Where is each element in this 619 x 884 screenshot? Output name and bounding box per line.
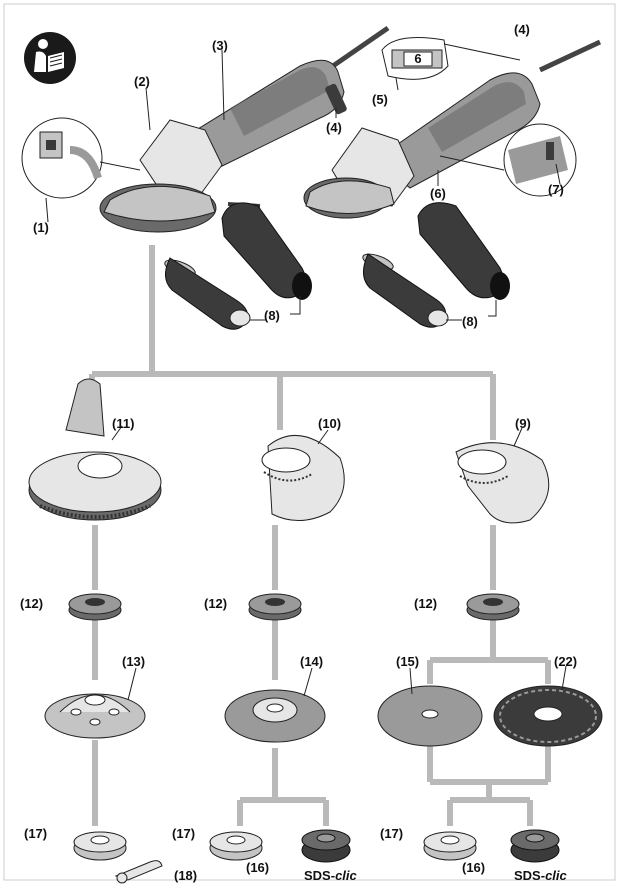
switch-detail-7 [439, 123, 577, 197]
callout-1: (1) [33, 220, 49, 235]
grinder-left [21, 25, 390, 330]
sds-clic-label-right: SDS-clic [514, 868, 568, 883]
callout-16-middle: (16) [246, 860, 269, 875]
mounting-flange-12-middle [248, 593, 302, 621]
callout-8-right: (8) [462, 314, 478, 329]
sds-clic-main-right: SDS- [514, 868, 545, 883]
callout-22: (22) [554, 654, 577, 669]
callout-7: (7) [548, 182, 564, 197]
callout-2: (2) [134, 74, 150, 89]
connector-lines [89, 245, 551, 826]
callout-9: (9) [515, 416, 531, 431]
callout-5: (5) [372, 92, 388, 107]
auxiliary-handle-right-a [417, 202, 510, 300]
callout-16-right: (16) [462, 860, 485, 875]
speed-dial-detail: 6 [381, 37, 521, 91]
clamping-nut-17-middle [209, 831, 263, 861]
callout-leader-lines [45, 49, 567, 701]
callout-15: (15) [396, 654, 419, 669]
cup-grinding-disc-13 [44, 693, 146, 739]
grinder-right: 6 [303, 37, 602, 328]
callout-4-left: (4) [326, 120, 342, 135]
diamond-cutting-disc-22 [493, 685, 603, 747]
callout-3: (3) [212, 38, 228, 53]
speed-dial-value: 6 [414, 51, 421, 66]
on-off-switch-left [325, 83, 347, 115]
callout-17-left: (17) [24, 826, 47, 841]
grinding-disc-14 [224, 689, 326, 743]
protection-guard-10 [261, 434, 345, 521]
mounting-flange-12-right [466, 593, 520, 621]
auxiliary-handle-left-a [221, 202, 312, 300]
sds-clic-nut-16-middle [301, 829, 351, 863]
callout-12-middle: (12) [204, 596, 227, 611]
read-manual-icon [24, 32, 76, 84]
sds-clic-nut-16-right [510, 829, 560, 863]
power-cable-left [328, 25, 390, 71]
callout-8-left: (8) [264, 308, 280, 323]
callout-10: (10) [318, 416, 341, 431]
auxiliary-handle-right-b [362, 253, 449, 328]
callout-17-right: (17) [380, 826, 403, 841]
callout-4-right: (4) [514, 22, 530, 37]
mounting-flange-12-left [68, 593, 122, 621]
auxiliary-handle-left-b [164, 257, 251, 330]
clamping-nut-17-right [423, 831, 477, 861]
callout-17-middle: (17) [172, 826, 195, 841]
sds-clic-suffix-middle: clic [335, 868, 357, 883]
clamping-nut-17-left [73, 831, 127, 861]
callout-6: (6) [430, 186, 446, 201]
power-cable-right [538, 39, 602, 73]
sds-clic-main-middle: SDS- [304, 868, 335, 883]
sds-clic-suffix-right: clic [545, 868, 567, 883]
callout-11: (11) [112, 416, 134, 431]
cutting-guard-9 [455, 442, 550, 524]
callout-13: (13) [122, 654, 145, 669]
dust-extraction-guard-11 [28, 378, 162, 521]
cutting-disc-15 [377, 685, 483, 747]
callout-12-left: (12) [20, 596, 43, 611]
callout-12-right: (12) [414, 596, 437, 611]
callout-18: (18) [174, 868, 197, 883]
sds-clic-label-middle: SDS-clic [304, 868, 358, 883]
two-pin-spanner-18 [114, 860, 163, 884]
callout-14: (14) [300, 654, 323, 669]
